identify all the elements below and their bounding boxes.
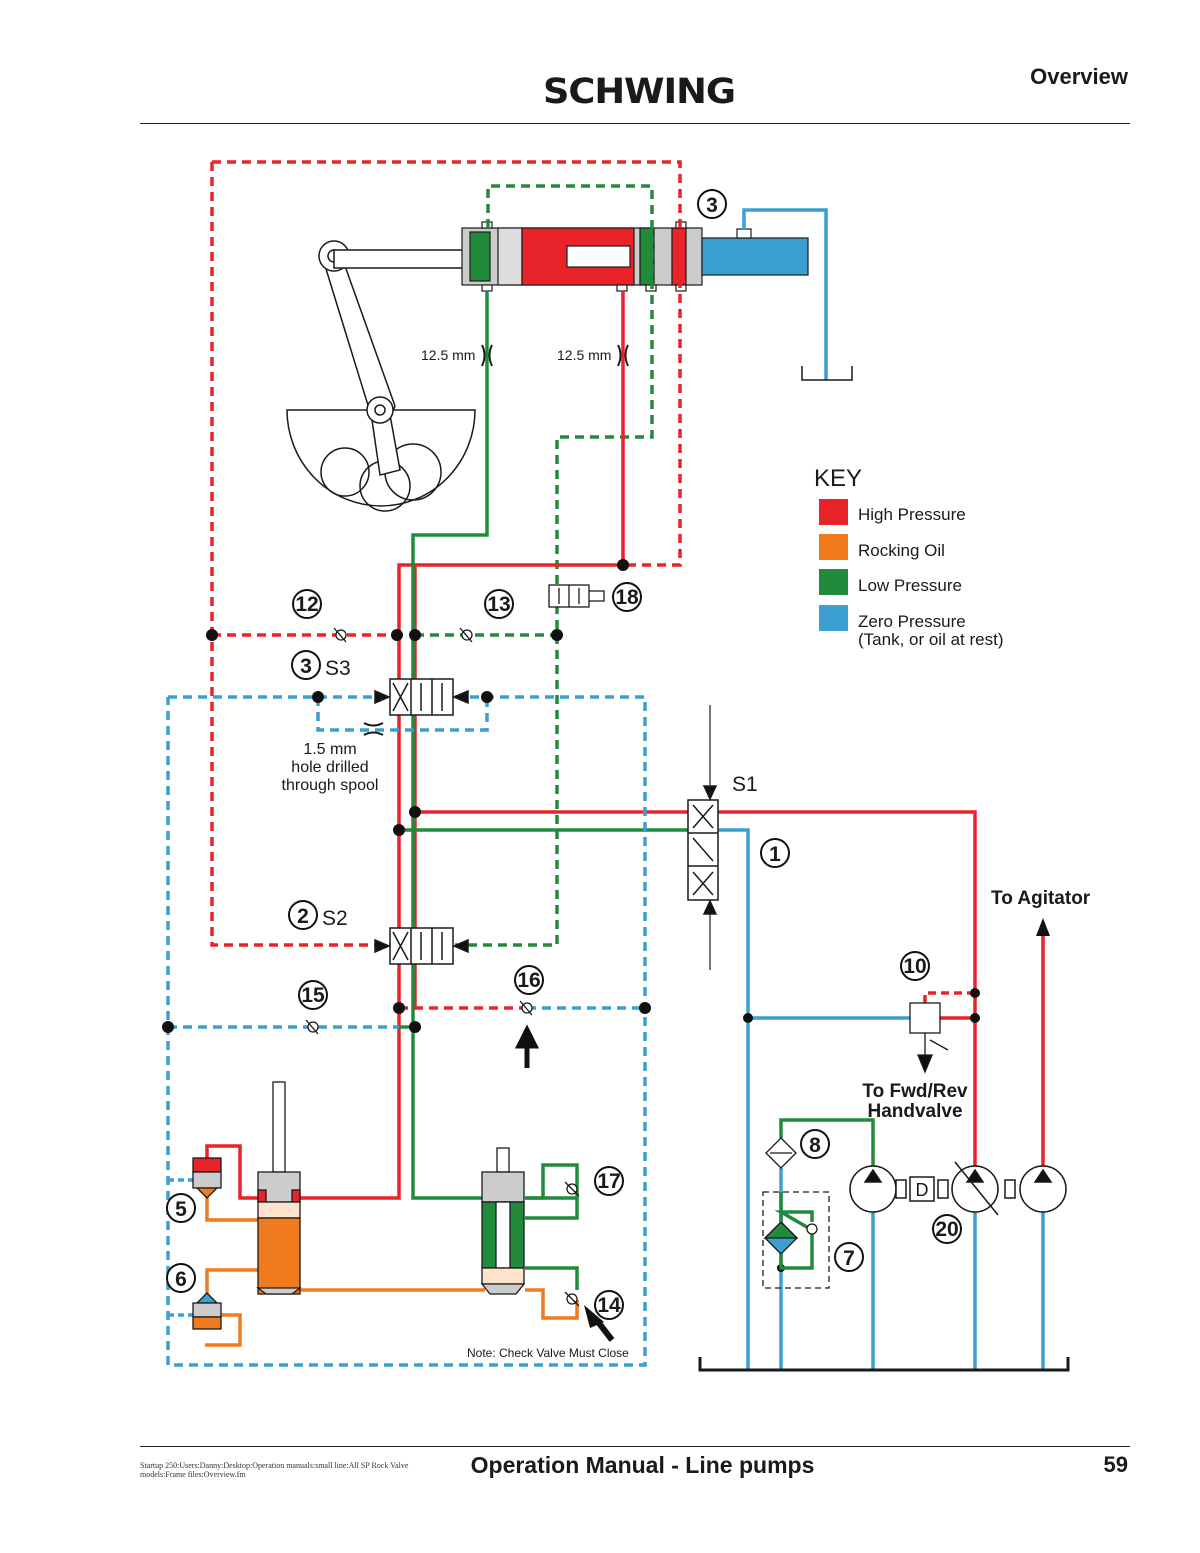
svg-text:16: 16 bbox=[517, 969, 540, 992]
footer-rule bbox=[140, 1446, 1130, 1447]
footer-title: Operation Manual - Line pumps bbox=[470, 1452, 815, 1478]
legend-label-low: Low Pressure bbox=[858, 576, 962, 595]
rock-valve-assembly bbox=[286, 240, 476, 512]
svg-text:3: 3 bbox=[706, 194, 718, 217]
rocking-cylinder bbox=[461, 221, 809, 292]
legend-label-zero-sub: (Tank, or oil at rest) bbox=[858, 630, 1004, 649]
note-check-valve: Note: Check Valve Must Close bbox=[467, 1346, 629, 1360]
to-fwdrev-line2: Handvalve bbox=[867, 1101, 962, 1122]
s1-label: S1 bbox=[732, 773, 758, 796]
svg-text:6: 6 bbox=[175, 1268, 187, 1291]
valve-s1 bbox=[687, 785, 719, 915]
spool-hole-line2: hole drilled bbox=[291, 759, 368, 776]
svg-text:8: 8 bbox=[809, 1134, 821, 1157]
pump-d-label: D bbox=[916, 1180, 929, 1200]
tank-symbol-top bbox=[742, 208, 853, 381]
callout-14: 15 bbox=[298, 980, 328, 1010]
legend-label-rocking: Rocking Oil bbox=[858, 541, 945, 560]
section-title: Overview bbox=[1030, 64, 1128, 89]
filter-7 bbox=[762, 1191, 830, 1289]
legend-swatch-low bbox=[819, 569, 848, 595]
callout-12: 12 bbox=[292, 589, 322, 619]
relief-valve-10 bbox=[909, 1002, 949, 1074]
s2-label: S2 bbox=[322, 907, 348, 930]
svg-text:13: 13 bbox=[487, 593, 510, 616]
svg-text:17: 17 bbox=[597, 1170, 620, 1193]
pumps bbox=[849, 1161, 1067, 1216]
to-agitator-label: To Agitator bbox=[991, 888, 1091, 909]
callout-7: 7 bbox=[834, 1242, 864, 1272]
schwing-logo: SCHWING bbox=[543, 72, 736, 112]
callout-3: 3 bbox=[291, 650, 321, 680]
page-number: 59 bbox=[1103, 1452, 1128, 1477]
hydraulic-lines bbox=[166, 160, 1045, 1370]
callout-18: 18 bbox=[612, 582, 642, 612]
orifices bbox=[363, 344, 629, 736]
callout-1: 1 bbox=[760, 838, 790, 868]
pressure-valve-5 bbox=[192, 1157, 222, 1199]
svg-text:12: 12 bbox=[295, 593, 318, 616]
pressure-valve-6 bbox=[192, 1292, 222, 1330]
footer-file-path: Startup 250:Users:Danny:Desktop:Operatio… bbox=[140, 1461, 409, 1479]
valve-s3 bbox=[374, 678, 469, 716]
junction-dots bbox=[162, 559, 980, 1272]
arrow-17-head bbox=[584, 1305, 604, 1328]
drive-cylinder-right bbox=[480, 1147, 526, 1295]
callout-20: 20 bbox=[932, 1214, 962, 1244]
svg-text:5: 5 bbox=[175, 1198, 187, 1221]
callout-2: 2 bbox=[288, 900, 318, 930]
svg-text:1: 1 bbox=[769, 843, 781, 866]
header-rule bbox=[140, 123, 1130, 124]
svg-text:20: 20 bbox=[935, 1218, 958, 1241]
svg-text:14: 14 bbox=[597, 1294, 621, 1317]
check-valves bbox=[305, 627, 580, 1307]
legend-label-zero: Zero Pressure bbox=[858, 612, 966, 631]
callout-4: 3 bbox=[697, 189, 727, 219]
orifice-label-right: 12.5 mm bbox=[557, 347, 611, 363]
callout-10: 10 bbox=[900, 951, 930, 981]
svg-text:3: 3 bbox=[300, 655, 312, 678]
legend-swatch-rocking bbox=[819, 534, 848, 560]
callout-markers: 3 12 13 18 3 1 2 16 15 10 8 17 5 20 7 6 … bbox=[166, 189, 962, 1320]
svg-text:18: 18 bbox=[615, 586, 639, 609]
arrow-15-indicator bbox=[514, 1024, 540, 1068]
callout-17: 14 bbox=[594, 1290, 624, 1320]
svg-text:7: 7 bbox=[843, 1247, 855, 1270]
valve-18 bbox=[548, 584, 605, 608]
svg-text:10: 10 bbox=[903, 955, 926, 978]
callout-16: 17 bbox=[594, 1166, 624, 1196]
spool-hole-line1: 1.5 mm bbox=[303, 741, 356, 758]
tank-baseline bbox=[698, 1357, 1070, 1372]
to-fwdrev-line1: To Fwd/Rev bbox=[862, 1081, 968, 1102]
orifice-label-left: 12.5 mm bbox=[421, 347, 475, 363]
legend-title: KEY bbox=[814, 465, 862, 492]
spool-hole-line3: through spool bbox=[282, 777, 379, 794]
callout-8: 8 bbox=[800, 1129, 830, 1159]
legend-label-high: High Pressure bbox=[858, 505, 966, 524]
legend-swatch-zero bbox=[819, 605, 848, 631]
filter-8 bbox=[765, 1137, 797, 1169]
drive-cylinder-left bbox=[256, 1081, 302, 1295]
svg-text:2: 2 bbox=[297, 905, 309, 928]
legend-swatch-high bbox=[819, 499, 848, 525]
svg-text:15: 15 bbox=[301, 984, 325, 1007]
valve-s2 bbox=[374, 927, 469, 965]
callout-15: 16 bbox=[514, 965, 544, 995]
callout-13: 13 bbox=[484, 589, 514, 619]
callout-5: 5 bbox=[166, 1193, 196, 1223]
arrow-agitator bbox=[1036, 918, 1050, 936]
callout-6: 6 bbox=[166, 1263, 196, 1293]
legend: KEY High Pressure Rocking Oil Low Pressu… bbox=[814, 465, 1004, 649]
s3-label: S3 bbox=[325, 657, 351, 680]
